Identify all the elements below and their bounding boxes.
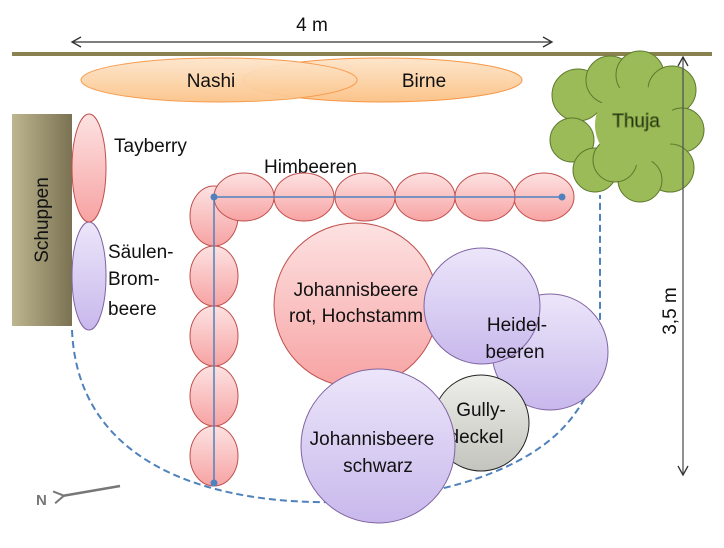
svg-text:Nashi: Nashi	[187, 71, 236, 92]
svg-text:beeren: beeren	[485, 342, 544, 363]
nashi: Nashi	[80, 57, 358, 103]
heidelbeeren: Heidel- beeren	[423, 247, 609, 411]
svg-text:Tayberry: Tayberry	[114, 136, 187, 157]
gullydeckel: Gully- deckel	[432, 374, 530, 472]
thuja: Thuja	[549, 50, 705, 203]
trellis-post	[210, 479, 218, 487]
tayberry: Tayberry	[71, 113, 187, 223]
svg-text:schwarz: schwarz	[343, 456, 413, 477]
north-arrow-icon	[52, 484, 121, 505]
saeulen-brombeere: Säulen- Brom- beere	[71, 221, 174, 331]
width-label: 4 m	[296, 15, 328, 36]
svg-text:Johannisbeere: Johannisbeere	[310, 429, 435, 450]
svg-text:Himbeeren: Himbeeren	[264, 157, 357, 178]
svg-text:Birne: Birne	[402, 71, 446, 92]
svg-text:deckel: deckel	[449, 427, 504, 448]
svg-text:Säulen-: Säulen-	[108, 242, 174, 263]
depth-label: 3,5 m	[660, 287, 681, 335]
svg-text:beere: beere	[108, 299, 157, 320]
schuppen: Schuppen	[12, 114, 72, 326]
svg-text:Schuppen: Schuppen	[32, 177, 53, 263]
himbeeren: Himbeeren	[189, 157, 575, 487]
svg-text:Heidel-: Heidel-	[487, 315, 547, 336]
svg-text:Gully-: Gully-	[456, 400, 506, 421]
johannisbeere-rot: Johannisbeere rot, Hochstamm	[273, 222, 439, 388]
svg-text:Brom-: Brom-	[108, 269, 160, 290]
svg-text:Thuja: Thuja	[612, 111, 660, 132]
north-label: N	[36, 492, 47, 509]
fence	[12, 52, 712, 56]
trellis-post	[210, 193, 218, 201]
johannisbeere-schwarz: Johannisbeere schwarz	[300, 368, 456, 524]
trellis-post	[558, 193, 566, 201]
svg-text:rot, Hochstamm: rot, Hochstamm	[289, 306, 423, 327]
svg-text:Johannisbeere: Johannisbeere	[294, 280, 419, 301]
